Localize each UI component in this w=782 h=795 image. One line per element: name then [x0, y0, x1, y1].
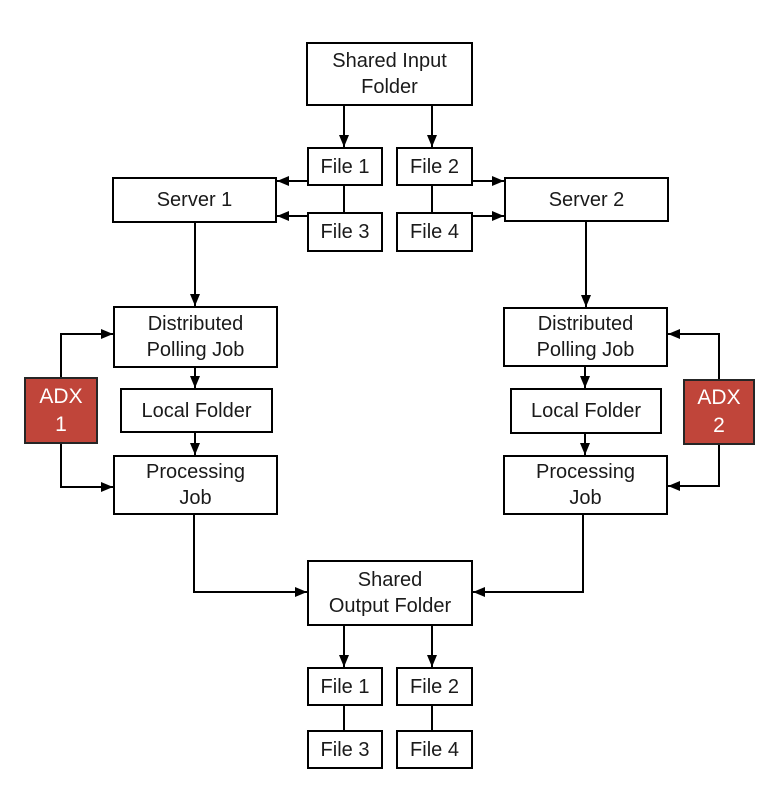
node-local-folder-right: Local Folder: [510, 388, 662, 434]
arrow-adx2-to-processing-right: [668, 444, 720, 491]
node-file1-bottom: File 1: [307, 667, 383, 706]
node-processing-job-right: Processing Job: [503, 455, 668, 515]
node-adx2: ADX 2: [683, 379, 755, 445]
node-file2-bottom: File 2: [396, 667, 473, 706]
node-file2-top: File 2: [396, 147, 473, 186]
node-file3-top: File 3: [307, 212, 383, 252]
node-file3-bottom: File 3: [307, 730, 383, 769]
arrow-adx1-to-polling-left: [60, 329, 113, 377]
node-file4-top: File 4: [396, 212, 473, 252]
node-file1-top: File 1: [307, 147, 383, 186]
node-shared-input-folder: Shared Input Folder: [306, 42, 473, 106]
node-shared-output-folder: Shared Output Folder: [307, 560, 473, 626]
node-distributed-polling-job-left: Distributed Polling Job: [113, 306, 278, 368]
node-file4-bottom: File 4: [396, 730, 473, 769]
node-adx1: ADX 1: [24, 377, 98, 444]
node-server1: Server 1: [112, 177, 277, 223]
arrow-adx1-to-processing-left: [60, 444, 113, 492]
node-server2: Server 2: [504, 177, 669, 222]
node-distributed-polling-job-right: Distributed Polling Job: [503, 307, 668, 367]
arrow-processing-right-to-output: [473, 515, 584, 597]
node-local-folder-left: Local Folder: [120, 388, 273, 433]
arrow-adx2-to-polling-right: [668, 329, 720, 379]
node-processing-job-left: Processing Job: [113, 455, 278, 515]
arrow-processing-left-to-output: [193, 515, 307, 597]
